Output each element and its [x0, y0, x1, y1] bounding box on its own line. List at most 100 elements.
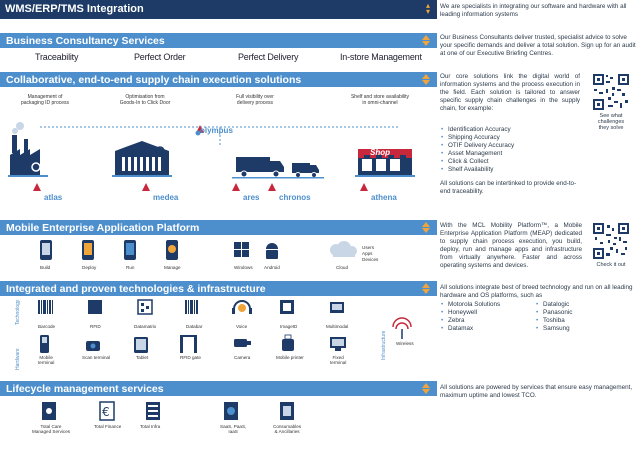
- section-title: Collaborative, end-to-end supply chain e…: [6, 74, 302, 86]
- tech-label-imageid: ImageID: [280, 324, 298, 329]
- hw-label-scan-terminal: Scan terminal: [82, 355, 111, 360]
- atlas-label: atlas: [44, 193, 63, 202]
- collab-label-4: Shelf and store availability in omni-cha…: [350, 94, 410, 106]
- collab-list-item: Shelf Availability: [440, 166, 636, 174]
- section-business-header[interactable]: Business Consultancy Services: [0, 33, 437, 48]
- mobile-extra-apps: Apps: [362, 251, 373, 256]
- databar-icon: [185, 300, 198, 314]
- mobile-extra-devices: Devices: [362, 257, 379, 262]
- tech-label-datamatrix: Datamatrix: [134, 324, 157, 329]
- expand-arrows-icon[interactable]: [421, 34, 431, 47]
- collapse-icon[interactable]: ▴▾: [425, 1, 430, 16]
- hardware-brand-item: Panasonic: [535, 309, 625, 317]
- hardware-brand-item: Datamax: [440, 325, 530, 333]
- hardware-brand-item: Datalogic: [535, 301, 625, 309]
- business-text: Our Business Consultants deliver trusted…: [440, 34, 636, 57]
- lifecycle-label-saas: SaaS, PaaS, IaaS: [220, 424, 247, 434]
- lifecycle-text: All solutions are powered by services th…: [440, 384, 633, 399]
- mobile-extra-users: Users: [362, 245, 374, 250]
- lifecycle-label-managed: Total Care Managed Services: [32, 424, 71, 434]
- section-collab-header[interactable]: Collaborative, end-to-end supply chain e…: [0, 72, 437, 87]
- tech-label-multimodal: Multimodal: [326, 324, 349, 329]
- hw-label-mobile-terminal: Mobile terminal: [38, 355, 55, 365]
- camera-icon: [234, 339, 251, 347]
- left-panel: WMS/ERP/TMS Integration ▴▾ Business Cons…: [0, 0, 437, 434]
- top-bar: WMS/ERP/TMS Integration ▴▾: [0, 0, 437, 19]
- collab-list-item: Identification Accuracy: [440, 126, 636, 134]
- section-title: Mobile Enterprise Application Platform: [6, 222, 200, 234]
- infra-icon: [146, 402, 160, 420]
- hw-label-tablet: Tablet: [136, 355, 149, 360]
- section-lifecycle-header[interactable]: Lifecycle management services: [0, 381, 437, 396]
- mobile-label-build: Build: [40, 265, 51, 270]
- section-mobile-header[interactable]: Mobile Enterprise Application Platform: [0, 220, 437, 235]
- integrated-list-1: Motorola Solutions Honeywell Zebra Datam…: [440, 301, 530, 333]
- intro-text: We are specialists in integrating our so…: [440, 3, 627, 18]
- consumables-icon: [280, 402, 294, 420]
- lifecycle-icons: €: [42, 401, 294, 421]
- truck-icon: [236, 157, 284, 178]
- collab-text: Our core solutions link the digital worl…: [440, 73, 580, 112]
- managed-services-icon: [42, 402, 56, 420]
- qr-code-challenges-icon[interactable]: [592, 73, 630, 111]
- hardware-brand-item: Honeywell: [440, 309, 530, 317]
- ares-logo-icon: [232, 183, 240, 191]
- mobile-printer-icon: [282, 334, 294, 351]
- collab-list-item: OTIF Delivery Accuracy: [440, 142, 636, 150]
- expand-arrows-icon[interactable]: [421, 73, 431, 86]
- expand-arrows-icon[interactable]: [421, 382, 431, 395]
- athena-logo-icon: [360, 183, 368, 191]
- mobile-platform-icons: [40, 240, 357, 260]
- hardware-brand-item: Toshiba: [535, 317, 625, 325]
- expand-arrows-icon[interactable]: [421, 282, 431, 295]
- mobile-terminal-icon: [40, 335, 49, 353]
- run-icon: [124, 240, 136, 260]
- factory-icon: [8, 122, 48, 177]
- hw-label-camera: Camera: [234, 355, 251, 360]
- athena-label: athena: [371, 193, 397, 202]
- saas-icon: [224, 402, 238, 420]
- mobile-label-deploy: Deploy: [82, 265, 97, 270]
- tech-label-rfid: RFID: [90, 324, 101, 329]
- collab-list: Identification Accuracy Shipping Accurac…: [440, 126, 636, 174]
- barcode-icon: [38, 300, 53, 314]
- mobile-label-manage: Manage: [164, 265, 181, 270]
- hw-label-mobile-printer: Mobile printer: [276, 355, 304, 360]
- hardware-brand-item: Zebra: [440, 317, 530, 325]
- scan-terminal-icon: [86, 341, 100, 351]
- section-title: Lifecycle management services: [6, 383, 164, 395]
- hardware-brand-item: Motorola Solutions: [440, 301, 530, 309]
- section-integrated-header[interactable]: Integrated and proven technologies & inf…: [0, 281, 437, 296]
- medea-label: medea: [153, 193, 179, 202]
- tech-label-wireless: Wireless: [396, 341, 414, 346]
- qr-code-platform-icon[interactable]: [592, 222, 630, 260]
- supply-chain-diagram: [8, 122, 415, 191]
- manage-icon: [166, 240, 178, 260]
- collab-list-item: Shipping Accuracy: [440, 134, 636, 142]
- lifecycle-label-infra: Total Infra: [140, 424, 161, 429]
- rfid-gate-icon: [180, 335, 197, 353]
- mobile-label-run: Run: [126, 265, 135, 270]
- deploy-icon: [82, 240, 94, 260]
- atlas-logo-icon: [33, 183, 41, 191]
- business-item-instore: In-store Management: [340, 52, 422, 62]
- integrated-list-2: Datalogic Panasonic Toshiba Samsung: [535, 301, 625, 333]
- build-icon: [40, 240, 52, 260]
- collab-label-3: Full visibility over delivery process: [236, 94, 274, 106]
- rfid-icon: [88, 300, 102, 314]
- page-title: WMS/ERP/TMS Integration: [5, 3, 144, 15]
- imageid-icon: [280, 300, 294, 314]
- van-icon: [292, 163, 319, 178]
- business-item-perfect-delivery: Perfect Delivery: [238, 52, 299, 62]
- datamatrix-icon: [137, 299, 153, 315]
- warehouse-icon: [112, 141, 172, 177]
- olympus-label: olympus: [200, 126, 233, 135]
- mobile-label-windows: Windows: [234, 265, 253, 270]
- section-title: Integrated and proven technologies & inf…: [6, 283, 266, 295]
- wireless-icon: [392, 317, 412, 339]
- business-item-traceability: Traceability: [35, 52, 79, 62]
- olympus-logo-icon: [195, 125, 204, 136]
- expand-arrows-icon[interactable]: [421, 221, 431, 234]
- chronos-label: chronos: [279, 193, 311, 202]
- section-title: Business Consultancy Services: [6, 35, 165, 47]
